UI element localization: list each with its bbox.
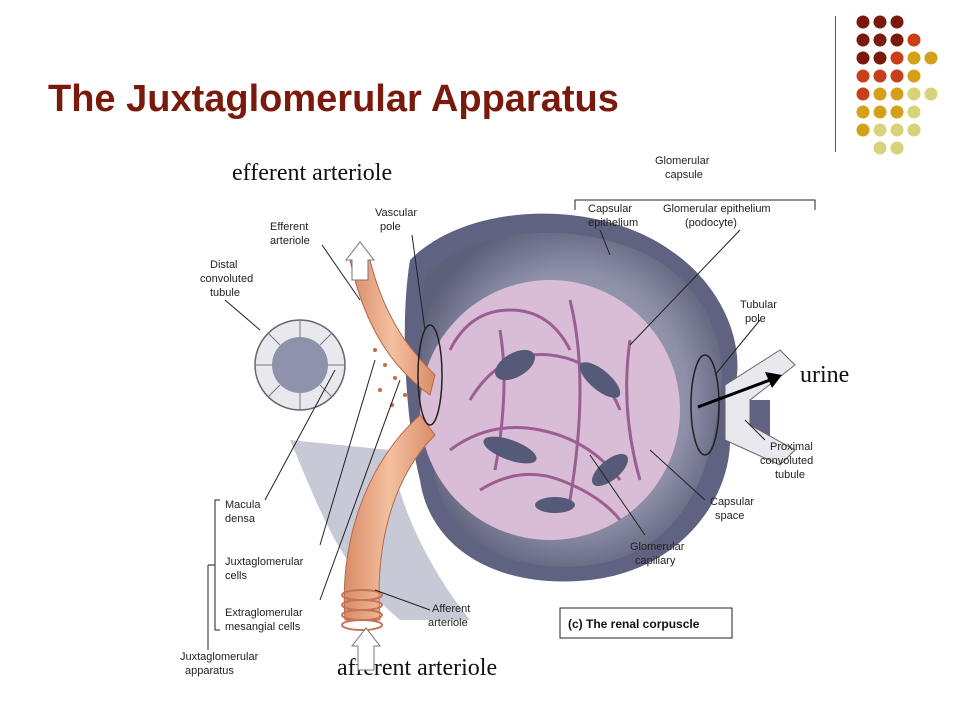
distal-tubule-lumen [272,337,328,393]
juxtaglomerular-cell-dots [373,348,407,407]
label-glomerular-epithelium: Glomerular epithelium(podocyte) [663,203,771,229]
efferent-flow-arrow [344,241,376,281]
caption-box [559,607,733,639]
efferent-arteriole-annotation: efferent arteriole [232,160,393,186]
decorative-dot [873,105,887,119]
decorative-dot [856,123,870,137]
decorative-dot [907,69,921,83]
leader-lines [207,229,766,650]
decorative-dot [890,51,904,65]
afferent-coils [341,589,383,631]
decorative-dot [924,51,938,65]
decorative-dot [924,87,938,101]
glomerular-capsule-bracket [574,199,816,210]
decorative-dot-grid [856,15,938,155]
urine-annotation: urine [800,362,850,388]
decorative-dot [890,15,904,29]
urine-arrow-head [765,372,782,388]
decorative-dot [907,87,921,101]
urine-arrow-line [697,378,771,409]
vascular-pole-outline [417,324,443,426]
slide-title: The Juxtaglomerular Apparatus [48,78,619,120]
decorative-dot [856,15,870,29]
decorative-dot [856,69,870,83]
title-divider-line [835,16,836,152]
decorative-dot [873,15,887,29]
decorative-dot [856,51,870,65]
afferent-arteriole-vessel [343,414,436,621]
decorative-dot [873,87,887,101]
decorative-dot [890,87,904,101]
decorative-dot [856,33,870,47]
decorative-dot [907,123,921,137]
distal-tubule-cells [255,320,345,410]
decorative-dot [890,69,904,83]
caption-text: (c) The renal corpuscle [568,617,700,631]
decorative-dot [856,105,870,119]
decorative-dot [856,87,870,101]
decorative-dot [873,123,887,137]
decorative-dot [907,33,921,47]
mesangial-gaps [483,349,629,513]
decorative-dot [890,105,904,119]
decorative-dot [890,141,904,155]
efferent-arteriole-vessel [349,259,436,396]
decorative-dot [873,141,887,155]
decorative-dot [873,33,887,47]
decorative-dot [890,33,904,47]
afferent-flow-arrow [350,627,382,671]
decorative-dot [873,51,887,65]
decorative-dot [890,123,904,137]
decorative-dot [907,51,921,65]
tubular-pole-outline [690,354,720,456]
decorative-dot [907,105,921,119]
decorative-dot [873,69,887,83]
